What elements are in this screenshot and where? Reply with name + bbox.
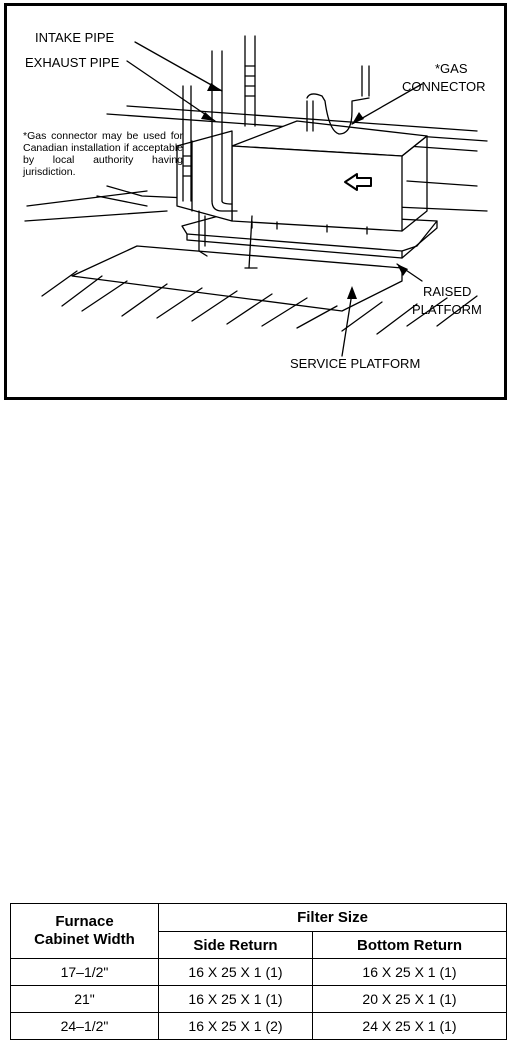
- bottom-return-header: Bottom Return: [311, 931, 508, 959]
- bottom-return-cell: 24 X 25 X 1 (1): [311, 1012, 508, 1040]
- table-header-row: Furnace Cabinet Width Filter Size: [10, 903, 508, 959]
- table-row: 21" 16 X 25 X 1 (1) 20 X 25 X 1 (1): [10, 985, 508, 1013]
- cabinet-width-cell: 17–1/2": [10, 958, 159, 986]
- gas-connector-label-line2: CONNECTOR: [402, 79, 486, 94]
- table-row: 24–1/2" 16 X 25 X 1 (2) 24 X 25 X 1 (1): [10, 1012, 508, 1040]
- service-platform-label: SERVICE PLATFORM: [290, 356, 421, 371]
- gas-connector-note: *Gas connector may be used for Canadian …: [23, 130, 183, 178]
- side-return-cell: 16 X 25 X 1 (1): [158, 985, 313, 1013]
- cabinet-width-header-line1: Furnace: [55, 913, 114, 930]
- bottom-return-cell: 20 X 25 X 1 (1): [311, 985, 508, 1013]
- cabinet-width-cell: 24–1/2": [10, 1012, 159, 1040]
- left-arrow-outline-icon: [339, 172, 372, 192]
- filter-size-header: Filter Size: [157, 903, 508, 932]
- table-subheader-row: Side Return Bottom Return: [11, 931, 508, 959]
- exhaust-pipe-label: EXHAUST PIPE: [25, 55, 120, 70]
- filter-size-table: Furnace Cabinet Width Filter Size Side R…: [10, 903, 508, 1040]
- side-return-header: Side Return: [158, 931, 313, 959]
- side-return-cell: 16 X 25 X 1 (1): [158, 958, 313, 986]
- raised-platform-label-line1: RAISED: [423, 284, 472, 299]
- cabinet-width-cell: 21": [10, 985, 159, 1013]
- installation-figure: INTAKE PIPE EXHAUST PIPE *GAS CONNECTOR …: [4, 3, 507, 400]
- furnace-attic-illustration: [24, 35, 488, 357]
- cabinet-width-header-line2: Cabinet Width: [34, 931, 135, 948]
- raised-platform-label-line2: PLATFORM: [412, 302, 482, 317]
- side-return-cell: 16 X 25 X 1 (2): [158, 1012, 313, 1040]
- table-row: 17–1/2" 16 X 25 X 1 (1) 16 X 25 X 1 (1): [10, 958, 508, 986]
- gas-connector-label-line1: *GAS: [435, 61, 468, 76]
- bottom-return-cell: 16 X 25 X 1 (1): [311, 958, 508, 986]
- cabinet-width-header: Furnace Cabinet Width: [10, 903, 159, 959]
- intake-pipe-label: INTAKE PIPE: [35, 30, 115, 45]
